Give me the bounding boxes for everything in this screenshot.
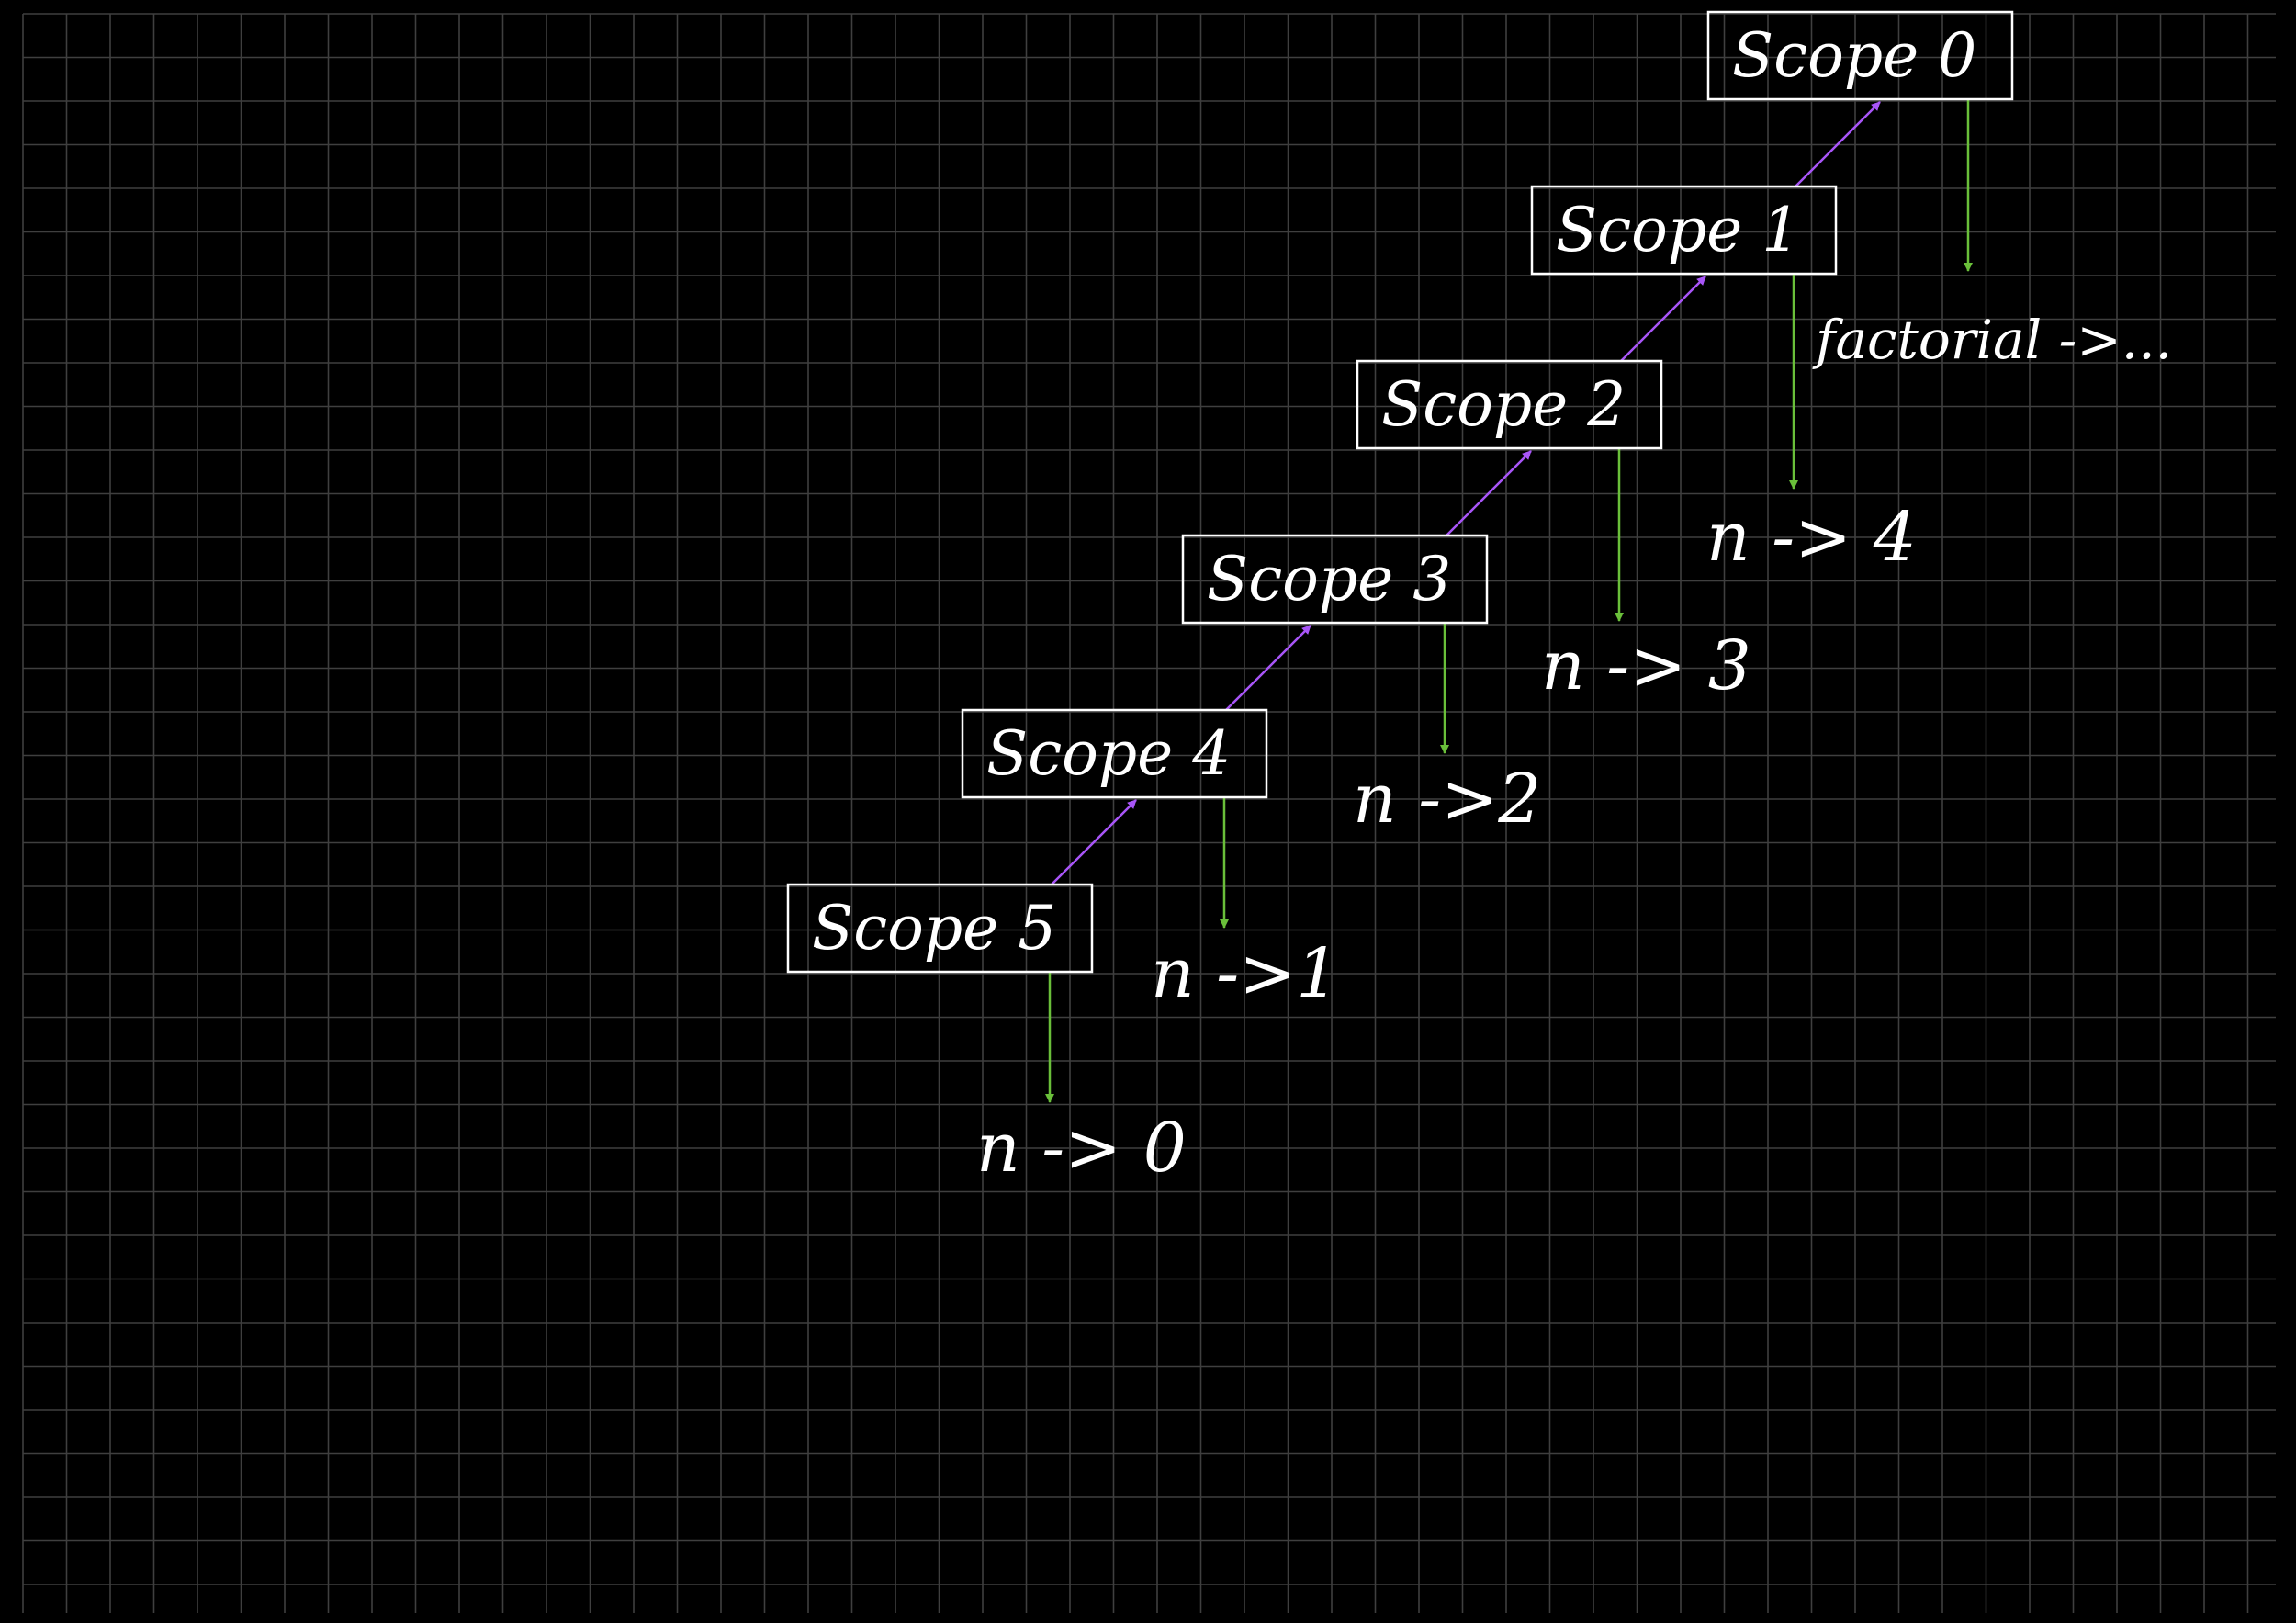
- binding-label-scope-2: n -> 3: [1541, 626, 1751, 705]
- scope-label: Scope 0: [1732, 20, 1976, 91]
- parent-arrow: [1795, 101, 1881, 187]
- scope-3: Scope 3: [1181, 534, 1489, 625]
- binding-label-scope-5: n -> 0: [976, 1109, 1187, 1188]
- binding-label-scope-3: n ->2: [1353, 760, 1541, 839]
- scope-label: Scope 2: [1381, 369, 1626, 440]
- scope-label: Scope 4: [986, 718, 1231, 789]
- binding-label-scope-0: factorial ->...: [1812, 309, 2172, 371]
- parent-arrow: [1446, 450, 1532, 536]
- scope-label: Scope 3: [1207, 544, 1451, 614]
- scope-box: [1181, 534, 1489, 625]
- scope-box: [961, 708, 1268, 799]
- binding-label-scope-4: n ->1: [1151, 934, 1339, 1013]
- binding-labels: factorial ->... n -> 4 n -> 3n ->2 n ->1 n -…: [976, 309, 2172, 1188]
- scope-1: Scope 1: [1530, 185, 1838, 276]
- binding-label-scope-1: n -> 4: [1706, 498, 1917, 577]
- parent-arrow: [1225, 625, 1311, 711]
- parent-arrow: [1051, 799, 1137, 885]
- scope-boxes: Scope 0 Scope 1 Scope 2 Scope 3 Scope 4 Scope…: [786, 10, 2014, 974]
- scope-box: [1530, 185, 1838, 276]
- binding-links: [1045, 99, 1973, 1103]
- scope-box: [786, 883, 1094, 974]
- scope-label: Scope 1: [1556, 195, 1800, 265]
- parent-arrow: [1620, 276, 1706, 362]
- scope-0: Scope 0: [1706, 10, 2014, 101]
- grid-background: [22, 13, 2276, 1613]
- scope-4: Scope 4: [961, 708, 1268, 799]
- scope-label: Scope 5: [812, 893, 1056, 964]
- scope-box: [1356, 359, 1663, 450]
- scope-5: Scope 5: [786, 883, 1094, 974]
- scope-2: Scope 2: [1356, 359, 1663, 450]
- parent-links: [1051, 101, 1881, 885]
- scope-box: [1706, 10, 2014, 101]
